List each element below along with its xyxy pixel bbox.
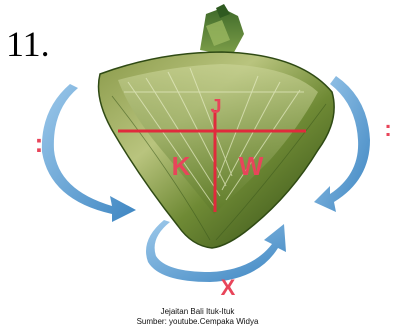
label-k: K <box>170 153 192 179</box>
label-right-colon: : <box>382 118 394 140</box>
label-x: X <box>218 277 238 299</box>
caption-title: Jejaitan Bali Ituk-Ituk <box>0 307 395 317</box>
label-j: J <box>208 97 224 117</box>
label-w: W <box>236 153 266 179</box>
caption-source: Sumber: youtube.Cempaka Widya <box>0 317 395 327</box>
caption: Jejaitan Bali Ituk-Ituk Sumber: youtube.… <box>0 307 395 327</box>
leaf-knot <box>200 4 244 56</box>
label-left-colon: : <box>33 130 45 156</box>
